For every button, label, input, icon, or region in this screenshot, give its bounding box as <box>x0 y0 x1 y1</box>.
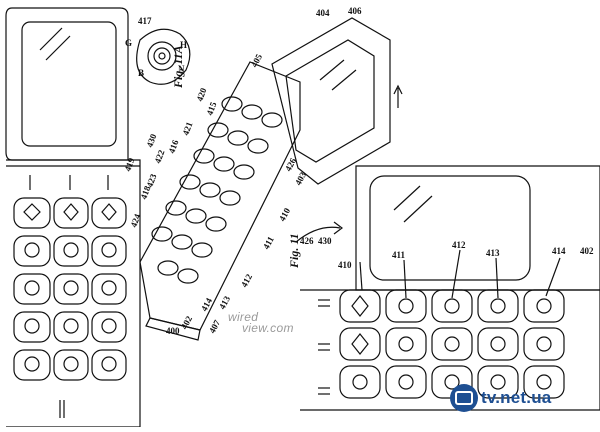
ref-412: 412 <box>239 272 254 289</box>
ref-419: 419 <box>122 156 136 173</box>
ref-413b: 413 <box>486 248 500 258</box>
figure-label-11b: Fig. 11 <box>287 233 301 269</box>
ref-414b: 414 <box>552 246 566 256</box>
ref-416: 416 <box>166 138 180 155</box>
tv-logo-icon <box>450 384 478 412</box>
left-phone <box>5 7 141 428</box>
ref-410b: 410 <box>338 260 352 270</box>
ref-430: 430 <box>144 132 158 149</box>
ref-417: 417 <box>138 16 152 26</box>
right-phone-screen <box>369 175 531 281</box>
ref-423: 423 <box>144 172 158 189</box>
tvnet-watermark: tv.net.ua <box>450 382 551 414</box>
tilted-display-housing <box>271 17 391 185</box>
ref-426b: 426 <box>300 236 314 246</box>
figure-label-11a: Fig. 11A <box>171 45 185 89</box>
ref-424: 424 <box>128 212 142 229</box>
dir-letter-n: N <box>178 64 185 74</box>
ref-420: 420 <box>194 86 208 103</box>
ref-407: 407 <box>207 318 222 335</box>
wiredview-watermark: wired view.com <box>228 310 294 335</box>
ref-414: 414 <box>199 296 214 313</box>
right-phone-upper-housing <box>355 165 600 291</box>
tilted-phone <box>139 17 403 341</box>
ref-422: 422 <box>152 148 166 165</box>
wiredview-watermark-line1: wired <box>228 310 259 324</box>
nav-joystick <box>136 28 191 85</box>
left-phone-screen <box>21 21 117 147</box>
ref-402b: 402 <box>580 246 594 256</box>
dir-letter-b: B <box>138 68 144 78</box>
ref-403: 403 <box>293 170 308 187</box>
tilted-keys <box>151 96 283 284</box>
left-phone-lower-housing <box>6 159 141 428</box>
dir-letter-g: G <box>125 38 132 48</box>
ref-411: 411 <box>261 234 276 251</box>
dir-letter-h: H <box>180 40 187 50</box>
tilted-display-screen <box>285 39 375 163</box>
ref-410: 410 <box>277 206 292 223</box>
ref-404: 404 <box>316 8 330 18</box>
ref-411b: 411 <box>392 250 406 260</box>
left-phone-keypad <box>13 197 127 381</box>
left-phone-upper-housing <box>5 7 129 161</box>
ref-418: 418 <box>138 184 152 201</box>
ref-421: 421 <box>180 120 194 137</box>
tvnet-watermark-text: tv.net.ua <box>481 388 552 407</box>
ref-430b: 430 <box>318 236 332 246</box>
right-phone <box>295 165 600 411</box>
wiredview-watermark-line2: view.com <box>242 321 294 335</box>
ref-406: 406 <box>348 6 362 16</box>
ref-400: 400 <box>166 326 180 336</box>
ref-413: 413 <box>217 294 232 311</box>
ref-412b: 412 <box>452 240 466 250</box>
ref-415: 415 <box>204 100 218 117</box>
